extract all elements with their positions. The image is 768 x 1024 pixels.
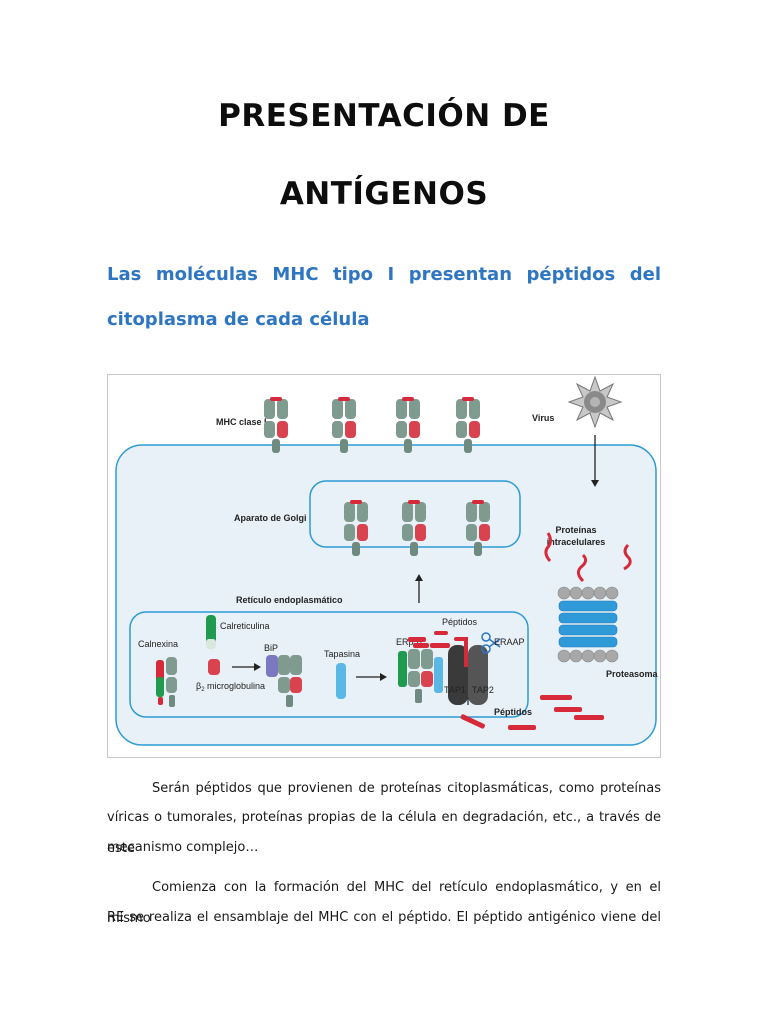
protein-squiggle-2	[576, 553, 588, 583]
tapasin-shape	[336, 663, 346, 699]
virus-label: Virus	[532, 413, 554, 423]
tapasina-label: Tapasina	[324, 649, 360, 659]
page-title-line1: PRESENTACIÓN DE	[218, 98, 550, 134]
peptidos-bottom-label: Péptidos	[494, 707, 532, 717]
eraap-scissors-icon	[481, 632, 501, 654]
golgi-label: Aparato de Golgi	[234, 513, 307, 523]
page-title-line2: ANTÍGENOS	[279, 176, 489, 212]
bip-label: BiP	[264, 643, 278, 653]
proteasome-icon	[557, 586, 619, 663]
proteinas-label-1: Proteínas	[555, 525, 596, 535]
subtitle-line1: Las moléculas MHC tipo I presentan pépti…	[107, 264, 661, 285]
cytosol-peptides	[460, 695, 604, 730]
para1-line2: víricas o tumorales, proteínas propias d…	[107, 810, 661, 856]
b2-microglobulin-shape	[208, 659, 220, 675]
protein-squiggle-3	[623, 543, 632, 571]
er-peptides	[408, 631, 466, 648]
subtitle-line2: citoplasma de cada célula	[107, 309, 370, 330]
er-compartment	[129, 611, 529, 718]
reticulo-label: Retículo endoplasmático	[236, 595, 343, 605]
para2-line2: RE se realiza el ensamblaje del MHC con …	[107, 910, 661, 925]
peptide-loading-complex	[398, 643, 443, 703]
bip-complex	[266, 655, 302, 707]
calnexin-complex	[156, 657, 177, 707]
para1-line1: Serán péptidos que provienen de proteína…	[152, 781, 661, 796]
virus-icon	[567, 375, 623, 429]
para2-line1: Comienza con la formación del MHC del re…	[107, 880, 661, 926]
peptidos-top-label: Péptidos	[442, 617, 478, 627]
proteinas-label-2: intracelulares	[547, 537, 606, 547]
mhc-class-i-diagram: MHC clase I Virus Aparato de Golgi Prote…	[107, 374, 661, 758]
protein-squiggle-1	[544, 532, 552, 562]
eraap-label: ERAAP	[494, 637, 525, 647]
proteasoma-label: Proteasoma	[606, 669, 659, 679]
mhc-clase-i-label: MHC clase I	[216, 417, 267, 427]
para1-line3: mecanismo complejo…	[107, 840, 259, 855]
erp57-label: ERp57	[396, 637, 424, 647]
tap-transporter	[448, 637, 488, 705]
tap1-label: TAP1	[444, 685, 466, 695]
calnexina-label: Calnexina	[138, 639, 178, 649]
calreticulina-label: Calreticulina	[220, 621, 270, 631]
tap2-label: TAP2	[472, 685, 494, 695]
b2-microglobulina-label: β2 microglobulina	[196, 681, 265, 693]
